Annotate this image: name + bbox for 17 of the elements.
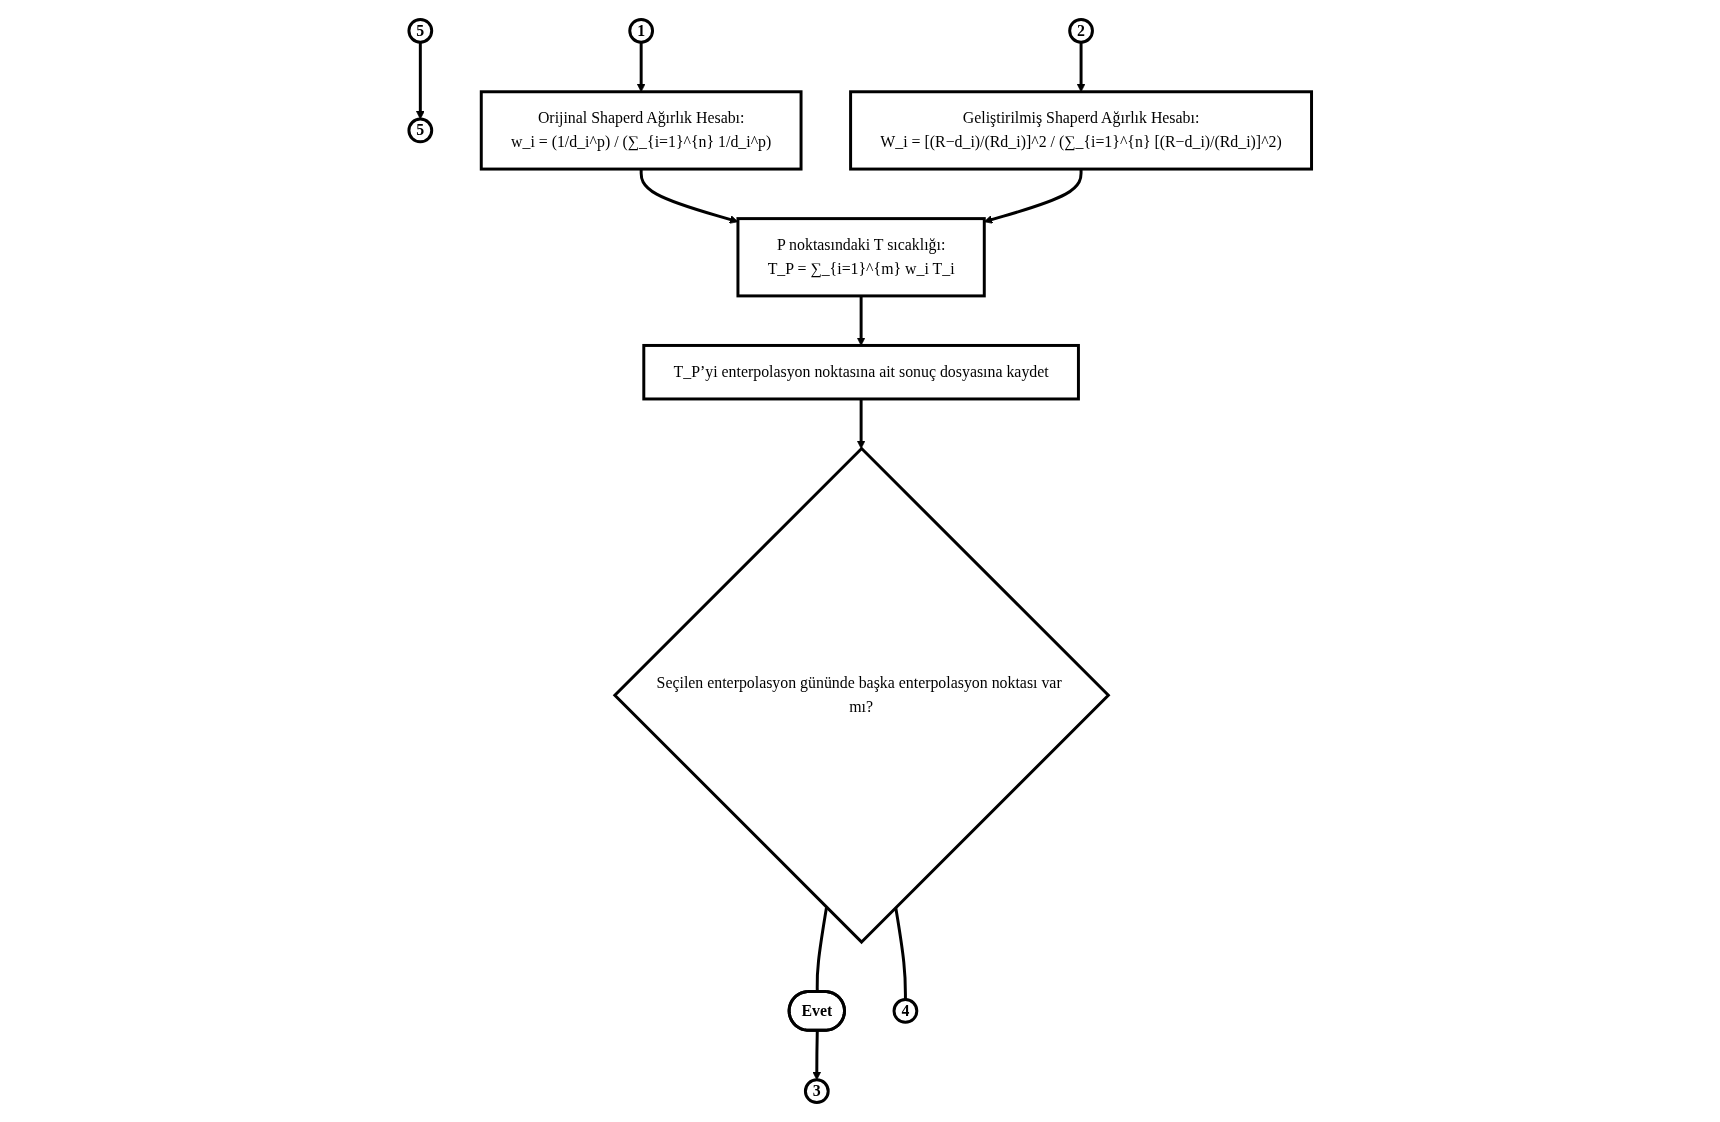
arrow — [415, 42, 425, 120]
node-circle: 3 — [803, 1078, 830, 1105]
node-circle: 2 — [1067, 17, 1094, 44]
arrow — [856, 398, 866, 449]
arrow — [812, 1030, 821, 1081]
node-box: T_P’yi enterpolasyon noktasına ait sonuç dosyasına kaydet — [642, 343, 1080, 401]
node-circle: 1 — [628, 17, 654, 44]
arrow — [856, 295, 866, 346]
node-box: P noktasındaki T sıcaklığı: T_P = ∑_{i=1}^{m} w_i T_i — [736, 217, 986, 298]
node-circle: 5 — [407, 117, 433, 144]
node-circle: 4 — [892, 998, 919, 1024]
arrow — [983, 169, 1083, 224]
connector — [894, 907, 907, 1000]
node-circle: 5 — [407, 17, 433, 44]
node-box: Geliştirilmiş Shaperd Ağırlık Hesabı: W_i = [(R−d_i)/(Rd_i)]^2 / (∑_{i=1}^{n} [(R−d_i)/(Rd_i)]^2) — [848, 90, 1313, 171]
node-diamond: Seçilen enterpolasyon gününde başka enterpolasyon noktası var mı? — [612, 446, 1111, 945]
node-box: Orijinal Shaperd Ağırlık Hesabı: w_i = (1/d_i^p) / (∑_{i=1}^{n} 1/d_i^p) — [479, 90, 803, 171]
